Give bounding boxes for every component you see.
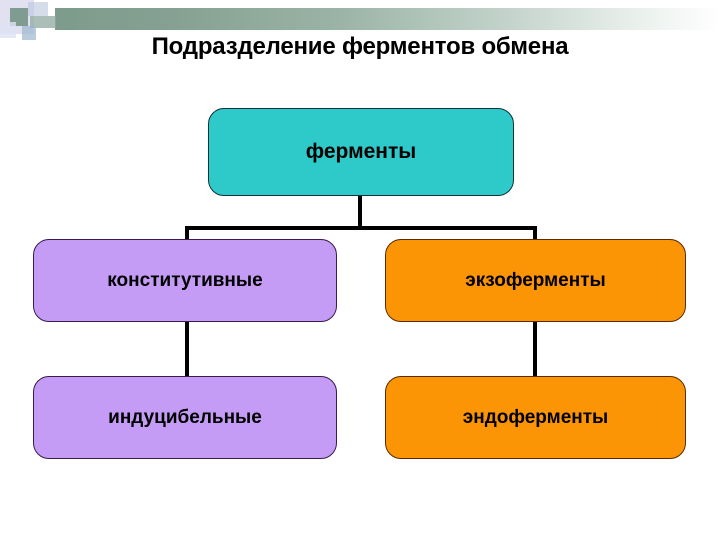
deco-square-steel xyxy=(22,26,36,40)
node-konstitutivnye-label: конститутивные xyxy=(107,269,263,291)
node-ekzofermenty-label: экзоферменты xyxy=(465,269,606,291)
connector-root-to-left1 xyxy=(185,226,189,240)
node-induсibelnye-label: индуцибельные xyxy=(108,406,262,428)
deco-square-pale xyxy=(0,22,16,38)
header-gradient-bar xyxy=(55,8,720,30)
deco-square-sage xyxy=(30,16,56,28)
connector-left1-to-left2 xyxy=(185,321,189,377)
node-endofermenty-label: эндоферменты xyxy=(462,406,609,428)
connector-root-crossbar xyxy=(185,226,537,230)
connector-root-to-right1 xyxy=(533,226,537,240)
node-fermenty[interactable]: ферменты xyxy=(208,108,514,196)
node-ekzofermenty[interactable]: экзоферменты xyxy=(385,239,686,322)
deco-square-blue-gray xyxy=(28,2,48,16)
node-fermenty-label: ферменты xyxy=(305,140,417,163)
connector-right1-to-right2 xyxy=(533,321,537,377)
deco-square-green xyxy=(10,8,28,26)
node-induсibelnye[interactable]: индуцибельные xyxy=(33,376,337,459)
node-endofermenty[interactable]: эндоферменты xyxy=(385,376,686,459)
page-title: Подразделение ферментов обмена xyxy=(151,33,569,60)
corner-decoration xyxy=(0,0,60,44)
node-konstitutivnye[interactable]: конститутивные xyxy=(33,239,337,322)
connector-root-stem xyxy=(358,196,362,229)
